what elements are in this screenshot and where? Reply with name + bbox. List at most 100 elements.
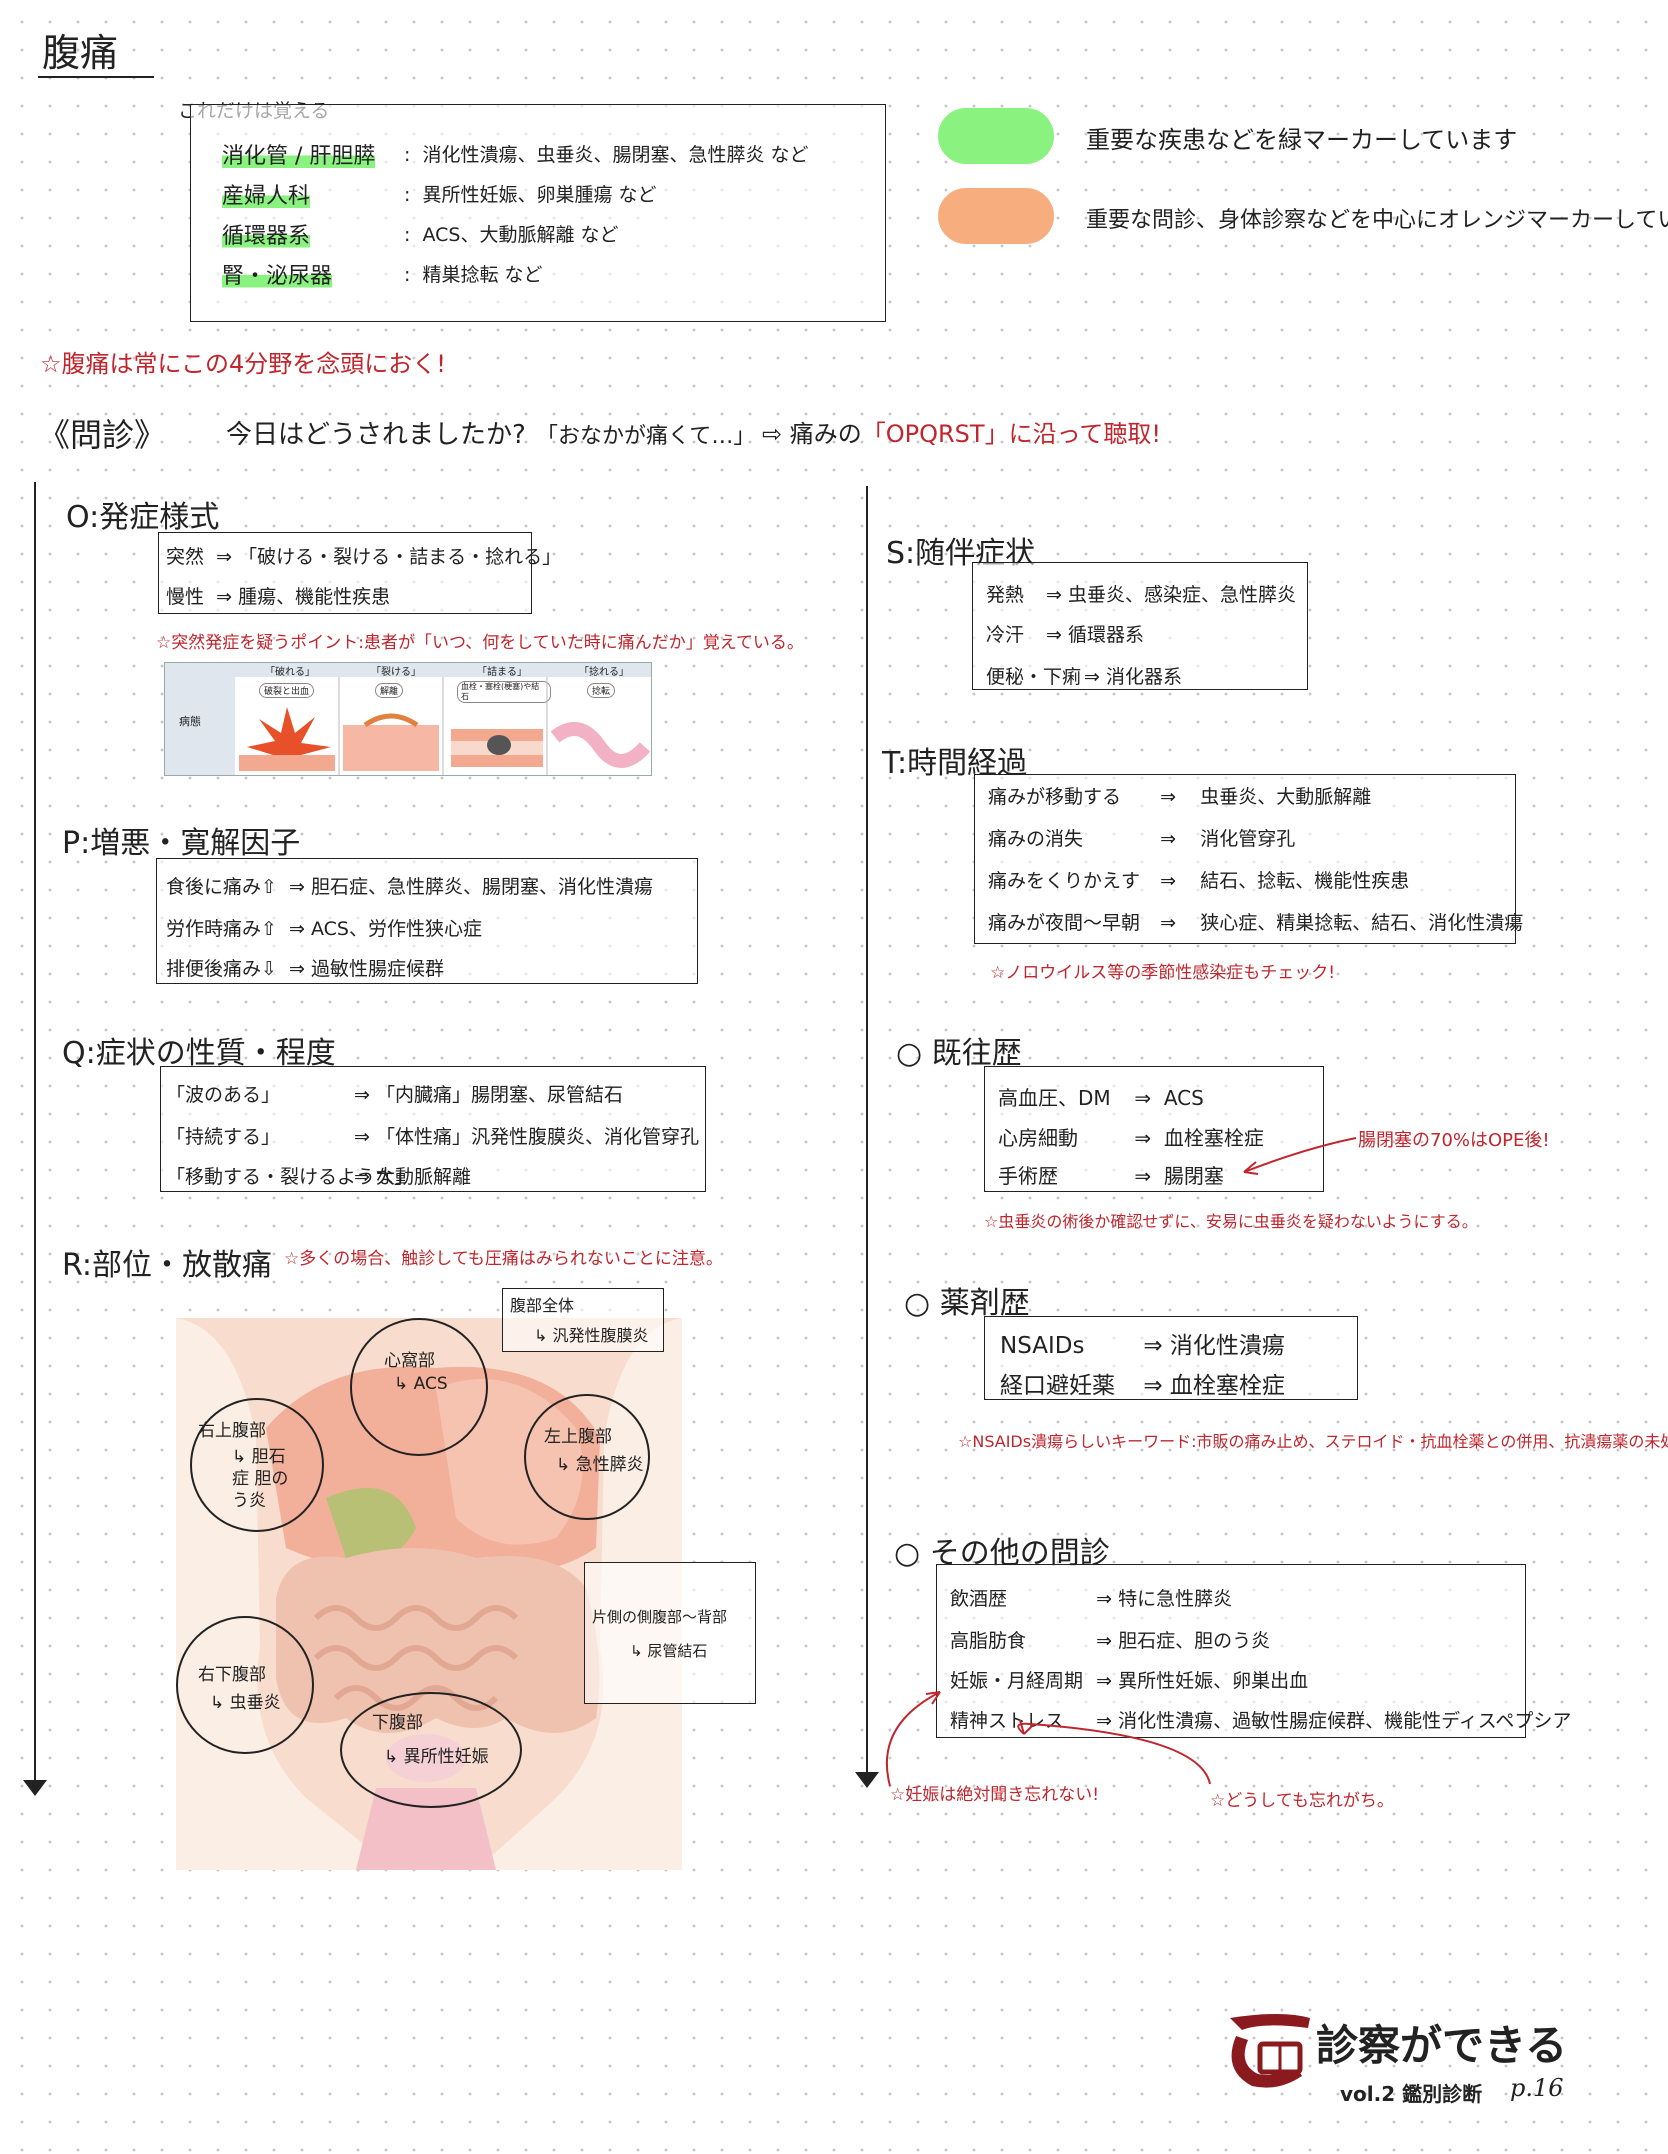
section-r-title: R:部位・放散痛 xyxy=(62,1248,273,1283)
region-right-upper-circle xyxy=(190,1398,324,1532)
region-lower-circle xyxy=(340,1692,522,1808)
other-row: 妊娠・月経周期 ⇒ 異所性妊娠、卵巣出血 xyxy=(950,1670,1309,1692)
region-lower-disease: ↳ 異所性妊娠 xyxy=(384,1747,489,1767)
interview-instruction: ⇨ 痛みの「OPQRST」に沿って聴取! xyxy=(762,420,1161,448)
category-label: 産婦人科 xyxy=(222,184,311,209)
drugs-note: ☆NSAIDs潰瘍らしいキーワード:市販の痛み止め、ステロイド・抗血栓薬との併用… xyxy=(958,1432,1668,1451)
region-whole-abdomen-disease: ↳ 汎発性腹膜炎 xyxy=(534,1326,649,1345)
history-callout-arrow xyxy=(1243,1137,1357,1175)
legend-green-swatch xyxy=(938,108,1054,164)
category-label: 腎・泌尿器 xyxy=(222,264,333,289)
region-right-upper: 右上腹部 xyxy=(198,1421,266,1441)
section-s-box xyxy=(972,562,1308,690)
section-drugs-title: ○ 薬剤歴 xyxy=(904,1286,1030,1321)
figure-caption: 破裂と出血 xyxy=(259,683,315,698)
figure-side-label-text: 病態 xyxy=(179,715,201,728)
figure-caption: 血栓・塞栓(梗塞)や結石 xyxy=(457,681,551,703)
legend-green-text: 重要な疾患などを緑マーカーしています xyxy=(1086,126,1518,154)
o-row: 慢性 ⇒ 腫瘍、機能性疾患 xyxy=(166,586,391,608)
brand-name: 診察ができる xyxy=(1316,2021,1568,2070)
region-lower: 下腹部 xyxy=(372,1713,423,1733)
figure-header: 「裂ける」 xyxy=(371,667,421,678)
figure-illustrations xyxy=(239,677,651,775)
t-row: 痛みが夜間〜早朝 ⇒ 狭心症、精巣捻転、結石、消化性潰瘍 xyxy=(988,912,1524,934)
section-t-box xyxy=(974,774,1516,944)
interview-answer: 「おなかが痛くて…」 xyxy=(536,424,756,449)
figure-caption: 解離 xyxy=(375,683,404,698)
history-row: 手術歴 ⇒ 腸閉塞 xyxy=(998,1164,1224,1188)
warning-four-fields: ☆腹痛は常にこの4分野を念頭におく! xyxy=(40,350,446,378)
t-row: 痛みをくりかえす ⇒ 結石、捻転、機能性疾患 xyxy=(988,870,1410,892)
t-row: 痛みが移動する ⇒ 虫垂炎、大動脈解離 xyxy=(988,786,1372,808)
brand-volume: vol.2 鑑別診断 xyxy=(1340,2082,1483,2106)
memorize-diseases: : 異所性妊娠、卵巣腫瘍 など xyxy=(404,184,657,206)
category-label: 循環器系 xyxy=(222,224,311,249)
right-timeline xyxy=(866,486,868,1782)
region-left-upper: 左上腹部 xyxy=(544,1427,612,1447)
region-right-lower-disease: ↳ 虫垂炎 xyxy=(210,1693,281,1713)
other-note-pregnancy: ☆妊娠は絶対聞き忘れない! xyxy=(890,1785,1100,1805)
interview-title: 《問診》 xyxy=(38,416,167,454)
section-q-title: Q:症状の性質・程度 xyxy=(62,1036,336,1071)
section-drugs-box xyxy=(984,1316,1358,1400)
history-callout: 腸閉塞の70%はOPE後! xyxy=(1358,1130,1550,1151)
region-epigastric-circle xyxy=(350,1318,488,1456)
memorize-row: 循環器系 xyxy=(222,218,311,250)
region-right-upper-disease: ↳ 胆石症 胆のう炎 xyxy=(232,1447,289,1511)
left-timeline xyxy=(34,482,36,1790)
interview-question: 今日はどうされましたか? xyxy=(226,420,526,450)
brand-logo-icon xyxy=(1230,2014,1310,2088)
region-epigastric: 心窩部 xyxy=(384,1351,435,1371)
region-left-upper-circle xyxy=(524,1394,650,1520)
r-note: ☆多くの場合、触診しても圧痛はみられないことに注意。 xyxy=(284,1249,723,1269)
section-other-box xyxy=(936,1564,1526,1738)
memorize-row: 産婦人科 xyxy=(222,178,311,210)
figure-side-label xyxy=(165,663,235,775)
p-row: 労作時痛み⇧ ⇒ ACS、労作性狭心症 xyxy=(166,918,482,940)
figure-caption: 捻転 xyxy=(587,683,616,698)
o-row: 突然 ⇒ 「破ける・裂ける・詰まる・捻れる」 xyxy=(166,546,562,568)
other-note-forgetful: ☆どうしても忘れがち。 xyxy=(1210,1791,1394,1811)
s-row: 便秘・下痢 ⇒ 消化器系 xyxy=(986,666,1183,688)
region-right-lower: 右下腹部 xyxy=(198,1665,266,1685)
figure-header-bar xyxy=(235,663,651,677)
q-row: 「持続する」 ⇒ 「体性痛」汎発性腹膜炎、消化管穿孔 xyxy=(166,1126,700,1148)
onset-figure: 病態 「破れる」 「裂ける」 「詰まる」 「捻れる」 破裂と出血 解離 血栓・塞… xyxy=(164,662,652,776)
region-epigastric-disease: ↳ ACS xyxy=(394,1374,448,1394)
other-row: 高脂肪食 ⇒ 胆石症、胆のう炎 xyxy=(950,1630,1271,1652)
legend-orange-swatch xyxy=(938,188,1054,244)
region-left-upper-disease: ↳ 急性膵炎 xyxy=(556,1455,644,1475)
opqrst-label: 「OPQRST」 xyxy=(861,420,1009,448)
section-q-box xyxy=(160,1066,706,1192)
p-row: 排便後痛み⇩ ⇒ 過敏性腸症候群 xyxy=(166,958,444,980)
region-whole-abdomen: 腹部全体 xyxy=(510,1296,575,1315)
drugs-row: NSAIDs ⇒ 消化性潰瘍 xyxy=(1000,1333,1285,1359)
memorize-row: 腎・泌尿器 xyxy=(222,258,333,290)
section-history-box xyxy=(984,1066,1324,1192)
region-whole-abdomen-box xyxy=(502,1288,664,1352)
o-note: ☆突然発症を疑うポイント:患者が「いつ、何をしていた時に痛んだか」覚えている。 xyxy=(156,633,804,653)
legend-orange-text: 重要な問診、身体診察などを中心にオレンジマーカーしています xyxy=(1086,208,1668,233)
figure-header: 「破れる」 xyxy=(265,667,315,678)
title-underline xyxy=(38,76,154,78)
left-timeline-arrow xyxy=(23,1780,47,1796)
section-p-title: P:増悪・寛解因子 xyxy=(62,826,301,861)
figure-header: 「捻れる」 xyxy=(579,667,629,678)
region-right-lower-circle xyxy=(176,1616,314,1754)
t-row: 痛みの消失 ⇒ 消化管穿孔 xyxy=(988,828,1296,850)
other-row: 精神ストレス ⇒ 消化性潰瘍、過敏性腸症候群、機能性ディスペプシア xyxy=(950,1710,1572,1732)
section-o-box xyxy=(158,532,532,614)
region-flank-disease: ↳ 尿管結石 xyxy=(630,1642,708,1660)
p-row: 食後に痛み⇧ ⇒ 胆石症、急性膵炎、腸閉塞、消化性潰瘍 xyxy=(166,876,653,898)
category-label: 消化管 / 肝胆膵 xyxy=(222,144,376,169)
figure-header: 「詰まる」 xyxy=(477,667,527,678)
section-p-box xyxy=(156,858,698,984)
history-note: ☆虫垂炎の術後か確認せずに、安易に虫垂炎を疑わないようにする。 xyxy=(984,1212,1478,1231)
section-o-title: O:発症様式 xyxy=(66,500,220,535)
page-number: p.16 xyxy=(1510,2074,1564,2102)
history-row: 高血圧、DM ⇒ ACS xyxy=(998,1086,1204,1110)
memorize-row: 消化管 / 肝胆膵 xyxy=(222,138,376,170)
t-note: ☆ノロウイルス等の季節性感染症もチェック! xyxy=(990,963,1336,983)
region-flank-box xyxy=(584,1562,756,1704)
region-flank: 片側の側腹部〜背部 xyxy=(592,1608,728,1626)
